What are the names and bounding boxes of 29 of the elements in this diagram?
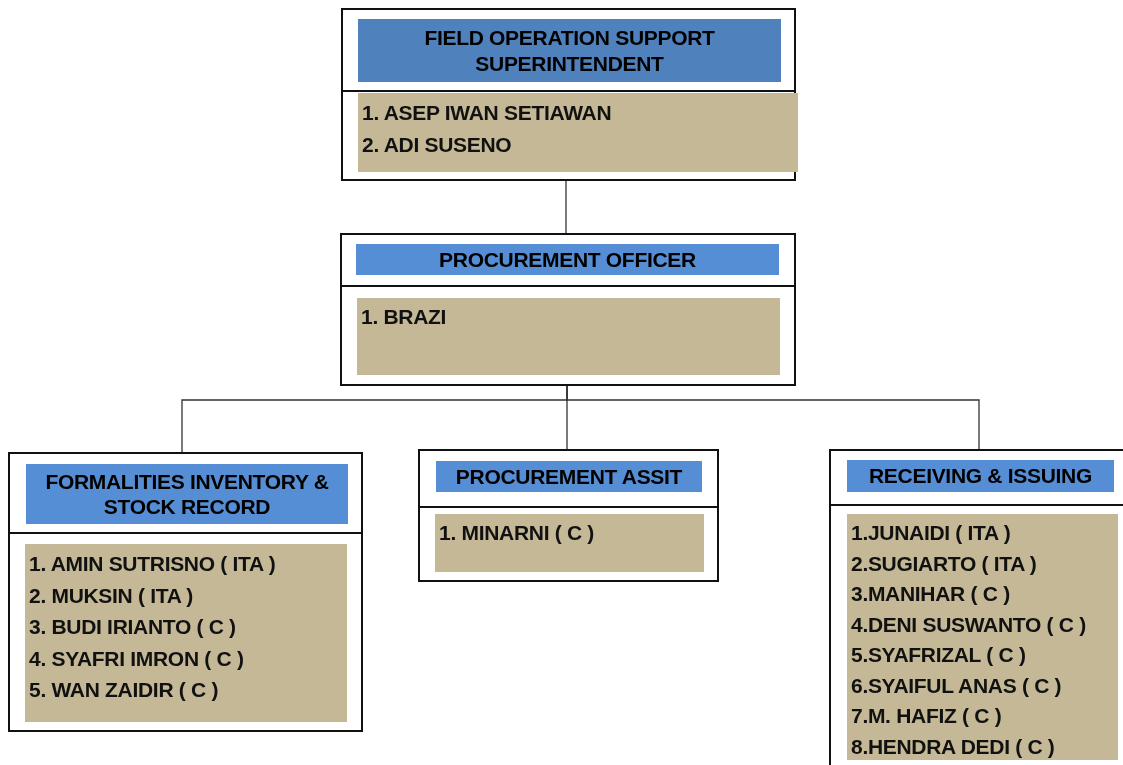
member-name: 1.JUNAIDI ( ITA )	[851, 520, 1012, 546]
connector-line	[566, 385, 980, 450]
member-name: 1. MINARNI ( C )	[439, 520, 596, 546]
member-name: 8.HENDRA DEDI ( C )	[851, 733, 1056, 760]
member-name: 1. ASEP IWAN SETIAWAN	[362, 100, 613, 126]
org-unit-box	[8, 452, 363, 732]
member-name: 2. MUKSIN ( ITA )	[29, 582, 195, 609]
unit-title: FORMALITIES INVENTORY & STOCK RECORD	[26, 464, 348, 524]
unit-title: FIELD OPERATION SUPPORT SUPERINTENDENT	[358, 19, 781, 82]
member-name: 4. SYAFRI IMRON ( C )	[29, 645, 245, 672]
unit-title: PROCUREMENT OFFICER	[356, 244, 779, 275]
org-unit-box	[829, 449, 1123, 765]
unit-title: PROCUREMENT ASSIT	[436, 461, 702, 492]
member-name: 4.DENI SUSWANTO ( C )	[851, 611, 1087, 638]
org-unit-box	[418, 449, 719, 582]
unit-title: RECEIVING & ISSUING	[847, 460, 1114, 492]
member-name: 6.SYAIFUL ANAS ( C )	[851, 672, 1063, 699]
member-name: 5.SYAFRIZAL ( C )	[851, 642, 1027, 668]
member-name: 2. ADI SUSENO	[362, 132, 513, 158]
member-name: 3.MANIHAR ( C )	[851, 581, 1011, 607]
org-unit-box	[340, 233, 796, 386]
member-name: 7.M. HAFIZ ( C )	[851, 703, 1003, 729]
member-name: 1. BRAZI	[361, 304, 448, 330]
member-name: 2.SUGIARTO ( ITA )	[851, 550, 1038, 577]
member-name: 5. WAN ZAIDIR ( C )	[29, 677, 220, 703]
member-name: 1. AMIN SUTRISNO ( ITA )	[29, 551, 277, 577]
org-unit-box	[341, 8, 796, 181]
connector-line	[565, 180, 567, 234]
member-name: 3. BUDI IRIANTO ( C )	[29, 614, 237, 640]
